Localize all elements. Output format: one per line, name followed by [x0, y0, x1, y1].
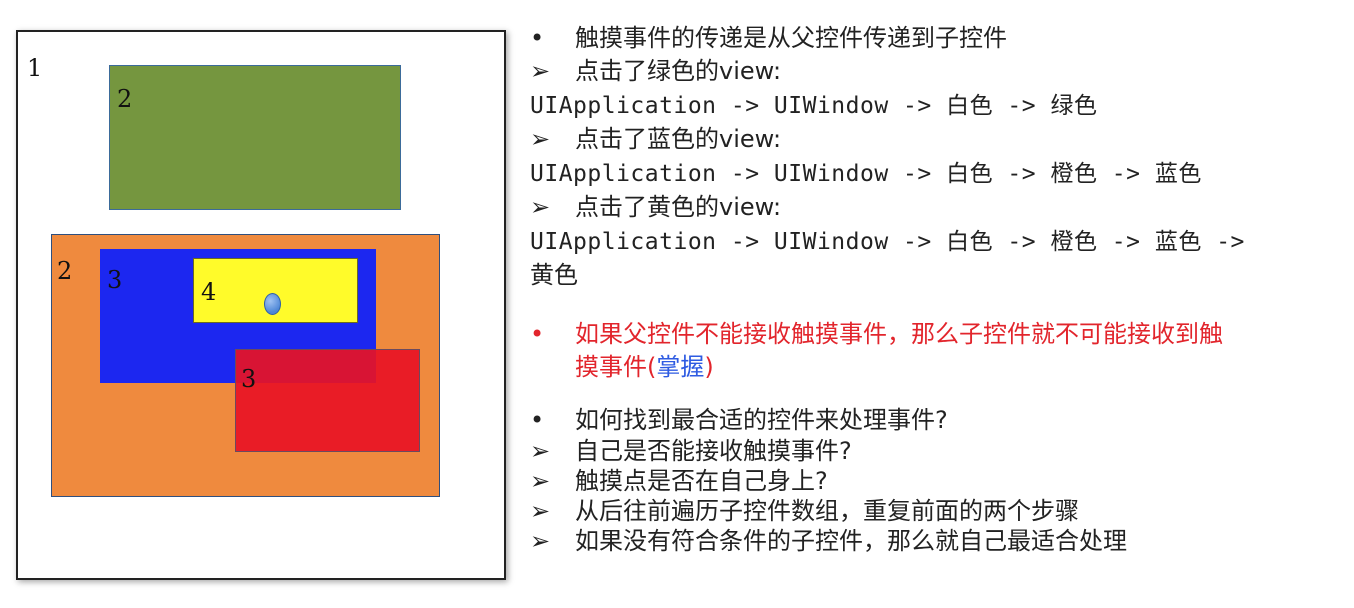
text-line: ) [704, 353, 714, 381]
arrow-bullet-icon: ➢ [530, 497, 551, 525]
label-yellow-view: 4 [201, 278, 217, 306]
highlight-text: 掌握 [656, 353, 705, 381]
arrow-line: ➢ 自己是否能接收触摸事件? [530, 436, 1330, 466]
bullet-line: • 如何找到最合适的控件来处理事件? [530, 404, 1330, 436]
bullet-line: • 触摸事件的传递是从父控件传递到子控件 [530, 22, 1330, 55]
responder-chain-yellow: UIApplication -> UIWindow -> 白色 -> 橙色 ->… [530, 229, 1245, 255]
responder-chain-blue: UIApplication -> UIWindow -> 白色 -> 橙色 ->… [530, 161, 1202, 187]
label-red-view: 3 [241, 365, 257, 393]
red-bullet-line-continued: 摸事件(掌握) [530, 351, 1330, 384]
text-line: 点击了黄色的view: [575, 193, 782, 221]
green-view[interactable]: 2 [109, 65, 401, 210]
label-green-view: 2 [117, 85, 133, 113]
text-line: 摸事件( [575, 353, 657, 381]
arrow-line: ➢ 触摸点是否在自己身上? [530, 466, 1330, 496]
arrow-line: ➢ 如果没有符合条件的子控件，那么就自己最适合处理 [530, 526, 1330, 556]
red-bullet-line: • 如果父控件不能接收触摸事件，那么子控件就不可能接收到触 [530, 318, 1330, 351]
label-orange-view: 2 [57, 257, 73, 285]
text-line: 点击了绿色的view: [575, 57, 782, 85]
arrow-bullet-icon: ➢ [530, 527, 551, 555]
bullet-dot-icon: • [530, 320, 545, 348]
text-line: 自己是否能接收触摸事件? [575, 437, 852, 465]
red-view[interactable]: 3 [235, 349, 420, 452]
arrow-bullet-icon: ➢ [530, 437, 551, 465]
orange-view[interactable]: 2 3 4 3 [51, 234, 440, 497]
arrow-line: ➢ 点击了蓝色的view: [530, 123, 1330, 156]
chain-line-continued: 黄色 [530, 259, 1330, 292]
text-line: 如果父控件不能接收触摸事件，那么子控件就不可能接收到触 [575, 320, 1223, 348]
touch-point-dot [264, 293, 281, 315]
label-blue-view: 3 [107, 266, 123, 294]
arrow-bullet-icon: ➢ [530, 193, 551, 221]
view-hierarchy-diagram: 1 2 2 3 4 3 [16, 30, 506, 580]
chain-line: UIApplication -> UIWindow -> 白色 -> 橙色 ->… [530, 224, 1330, 259]
label-white-view: 1 [27, 54, 43, 82]
arrow-bullet-icon: ➢ [530, 125, 551, 153]
responder-chain-green: UIApplication -> UIWindow -> 白色 -> 绿色 [530, 93, 1098, 119]
text-line: 黄色 [530, 261, 578, 289]
chain-line: UIApplication -> UIWindow -> 白色 -> 橙色 ->… [530, 156, 1330, 191]
explanation-text: • 触摸事件的传递是从父控件传递到子控件 ➢ 点击了绿色的view: UIApp… [530, 22, 1330, 556]
yellow-view[interactable]: 4 [193, 258, 358, 323]
text-line: 从后往前遍历子控件数组，重复前面的两个步骤 [575, 497, 1079, 525]
arrow-line: ➢ 从后往前遍历子控件数组，重复前面的两个步骤 [530, 496, 1330, 526]
text-line: 触摸事件的传递是从父控件传递到子控件 [575, 24, 1007, 52]
arrow-bullet-icon: ➢ [530, 467, 551, 495]
text-line: 触摸点是否在自己身上? [575, 467, 828, 495]
arrow-bullet-icon: ➢ [530, 57, 551, 85]
chain-line: UIApplication -> UIWindow -> 白色 -> 绿色 [530, 88, 1330, 123]
text-line: 点击了蓝色的view: [575, 125, 782, 153]
arrow-line: ➢ 点击了绿色的view: [530, 55, 1330, 88]
text-line: 如何找到最合适的控件来处理事件? [575, 406, 948, 434]
bullet-dot-icon: • [530, 406, 545, 434]
text-line: 如果没有符合条件的子控件，那么就自己最适合处理 [575, 527, 1127, 555]
arrow-line: ➢ 点击了黄色的view: [530, 191, 1330, 224]
bullet-dot-icon: • [530, 24, 545, 52]
